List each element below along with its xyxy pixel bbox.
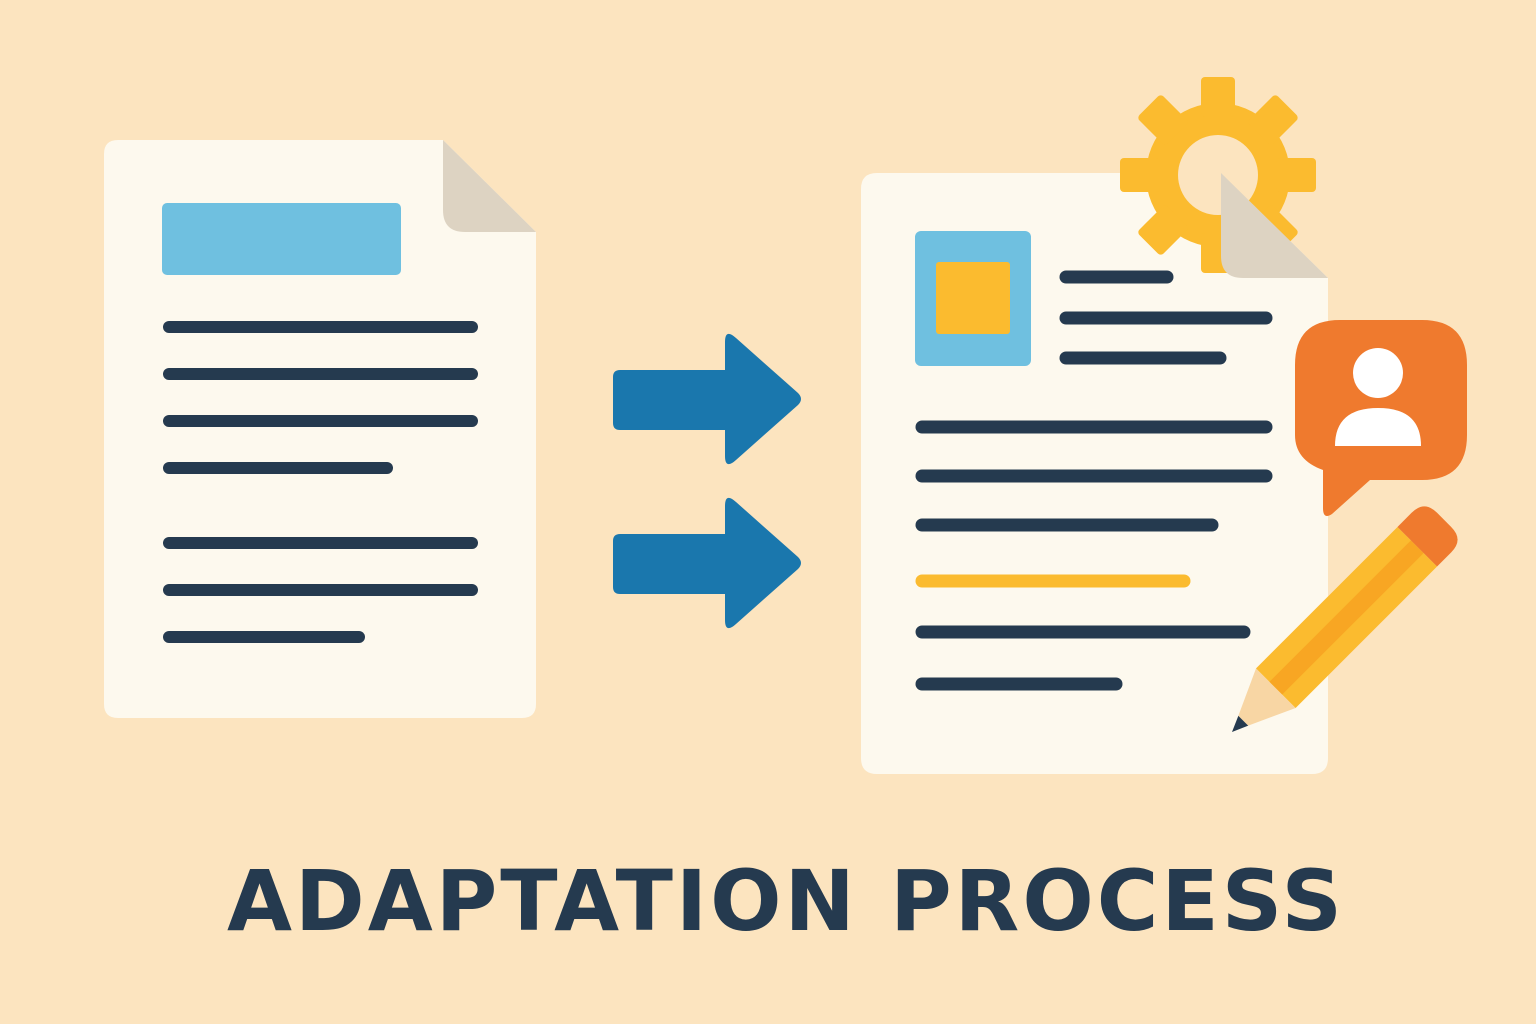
original-document-icon <box>104 140 536 718</box>
text-lines <box>163 321 478 643</box>
photo <box>936 262 1010 334</box>
arrow-right-icon <box>613 497 801 629</box>
arrow-right-icon <box>613 333 801 465</box>
pencil-icon <box>1232 506 1458 732</box>
page-fold <box>1221 173 1328 278</box>
title: ADAPTATION PROCESS <box>227 852 1345 950</box>
header-block <box>162 203 401 275</box>
user-chat-bubble-icon <box>1295 320 1467 516</box>
gear-icon <box>1120 77 1316 273</box>
adapted-document-content <box>915 173 1328 691</box>
